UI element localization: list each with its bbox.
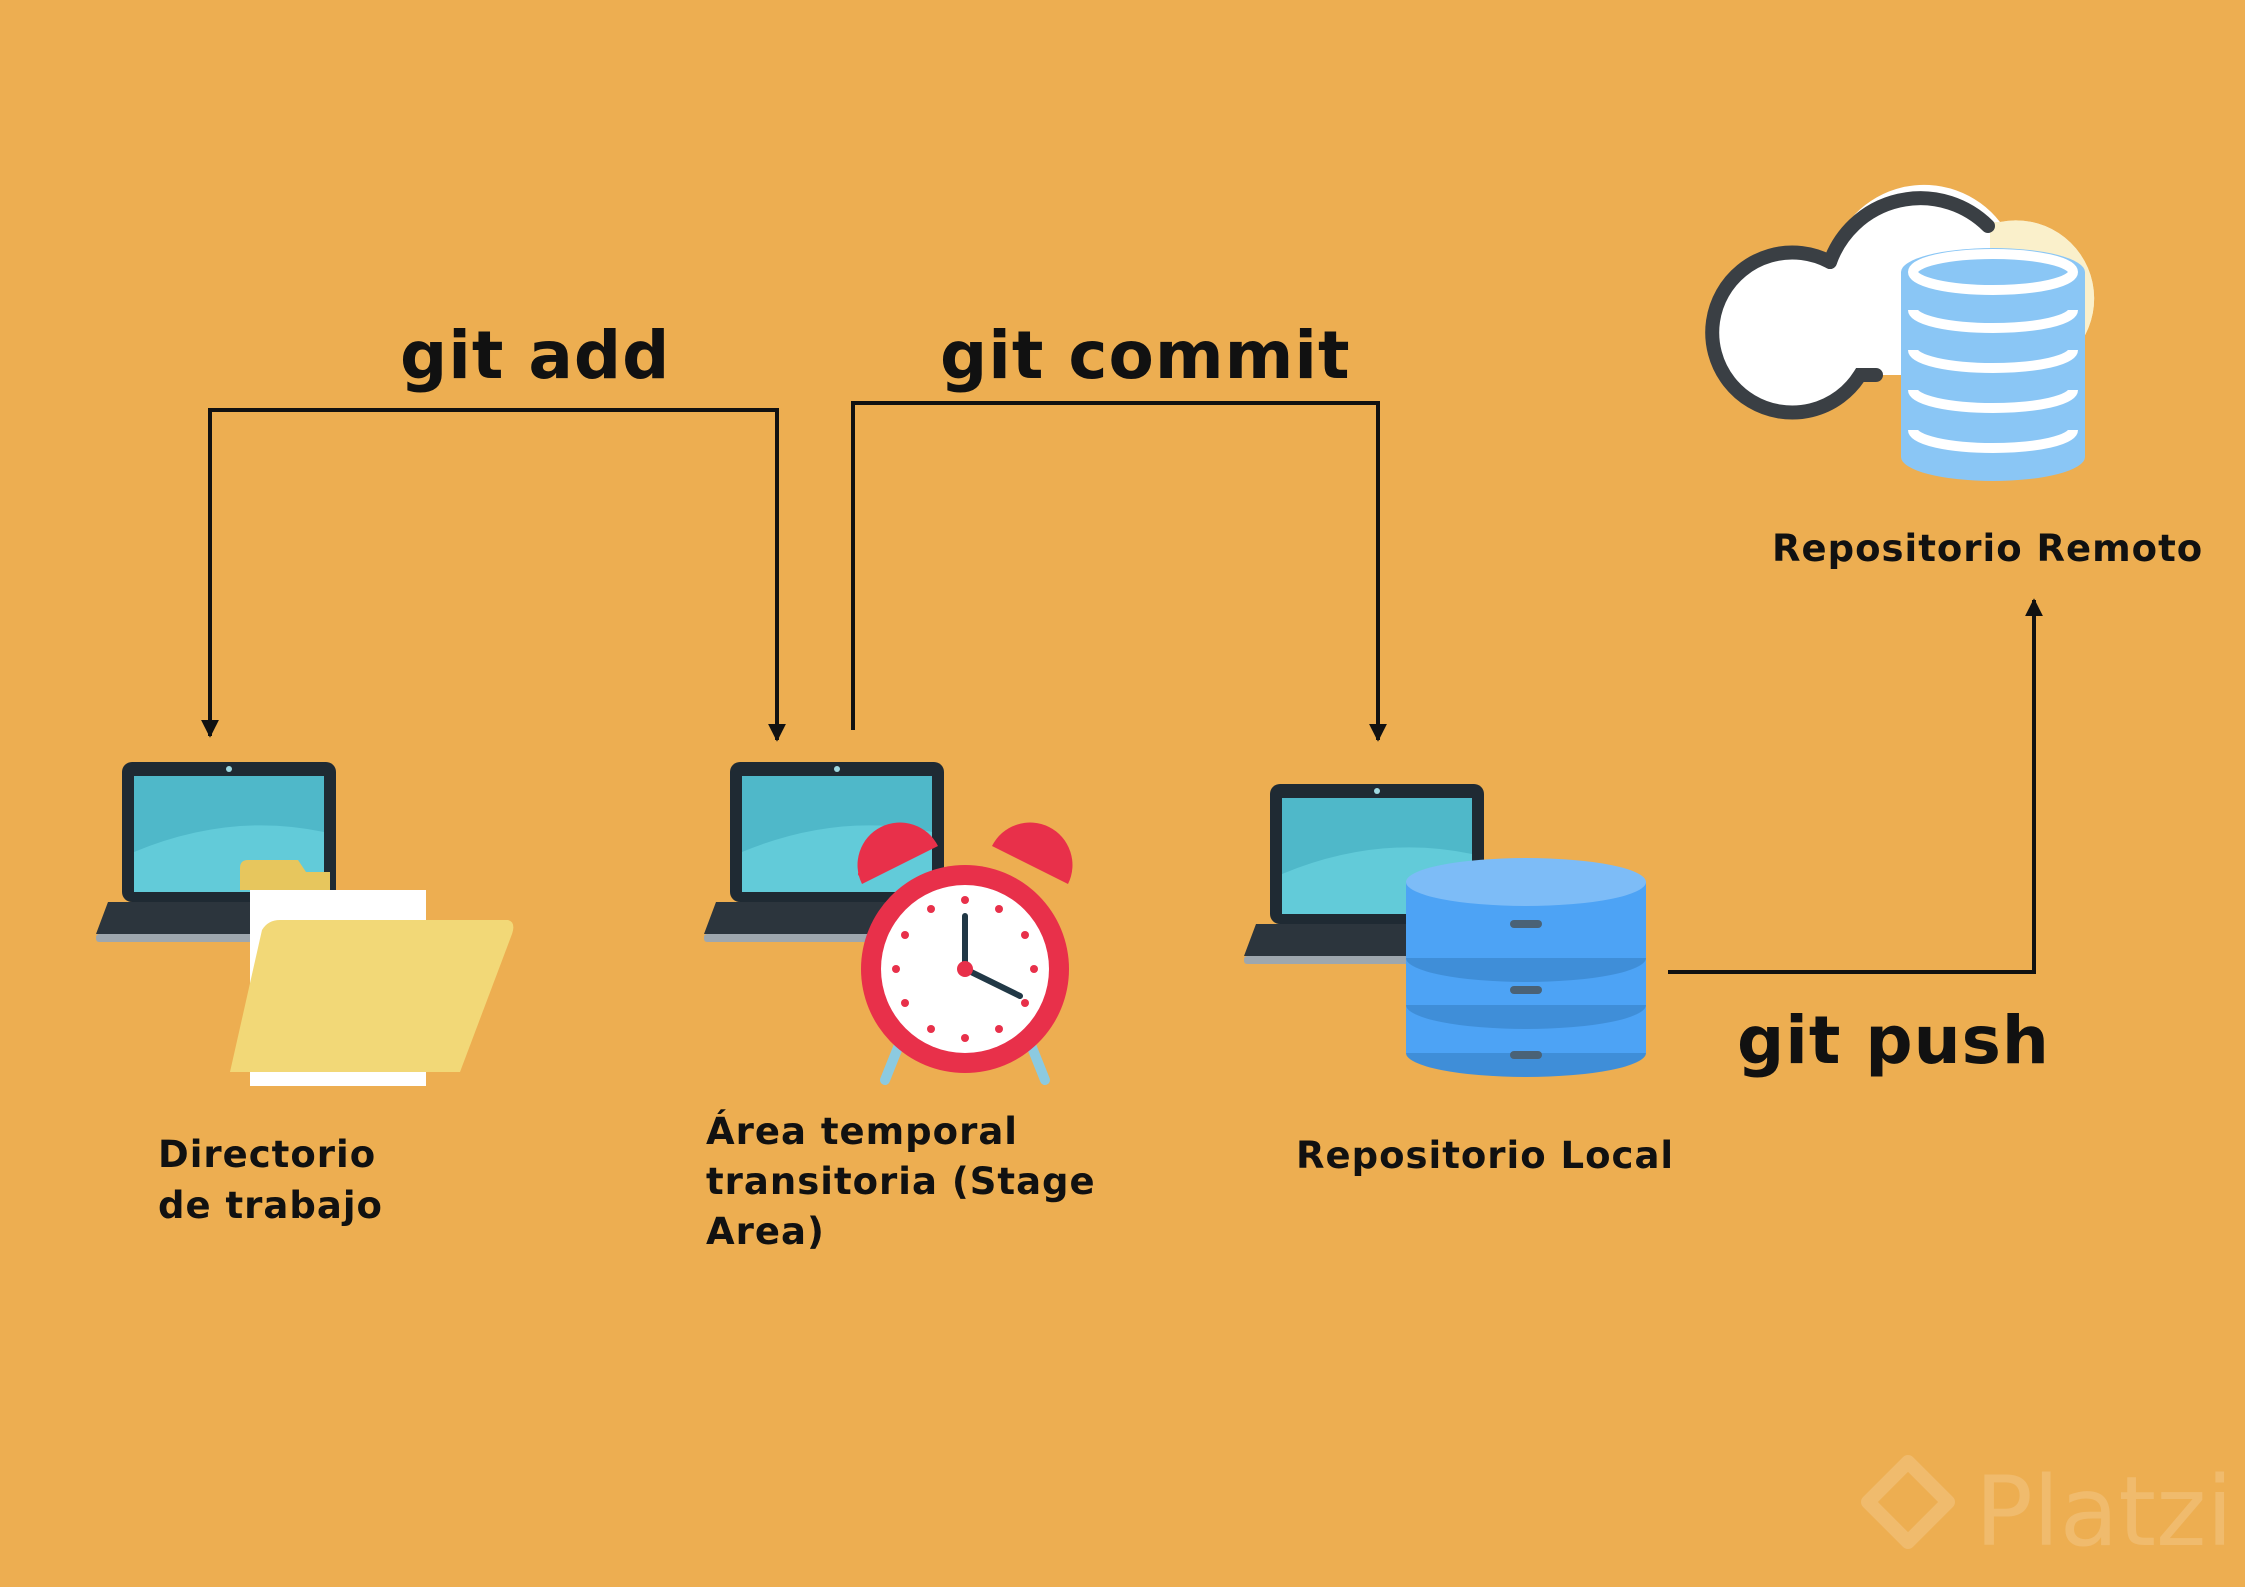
- git-push-connector: [1668, 598, 2043, 974]
- laptop-folder-icon: [96, 762, 514, 1086]
- git-commit-connector: [851, 401, 1387, 742]
- laptop-alarm-clock-icon: [704, 762, 1073, 1085]
- staging-label-line2: transitoria (Stage: [706, 1160, 1096, 1203]
- git-add-label: git add: [400, 317, 670, 394]
- local-repo-label: Repositorio Local: [1296, 1134, 1674, 1177]
- git-commit-label: git commit: [940, 317, 1351, 394]
- staging-label-line1: Área temporal: [706, 1109, 1018, 1153]
- staging-label-line3: Area): [706, 1210, 825, 1253]
- platzi-watermark-text: Platzi: [1975, 1456, 2233, 1568]
- remote-repo-label: Repositorio Remoto: [1772, 527, 2203, 570]
- working-dir-label-line2: de trabajo: [158, 1184, 383, 1227]
- git-add-connector: [201, 408, 786, 742]
- laptop-database-icon: [1244, 784, 1646, 1077]
- platzi-watermark: Platzi: [1861, 1455, 2233, 1568]
- working-dir-label-line1: Directorio: [158, 1133, 376, 1176]
- git-push-label: git push: [1737, 1002, 2050, 1079]
- cloud-database-icon: [1705, 184, 2095, 481]
